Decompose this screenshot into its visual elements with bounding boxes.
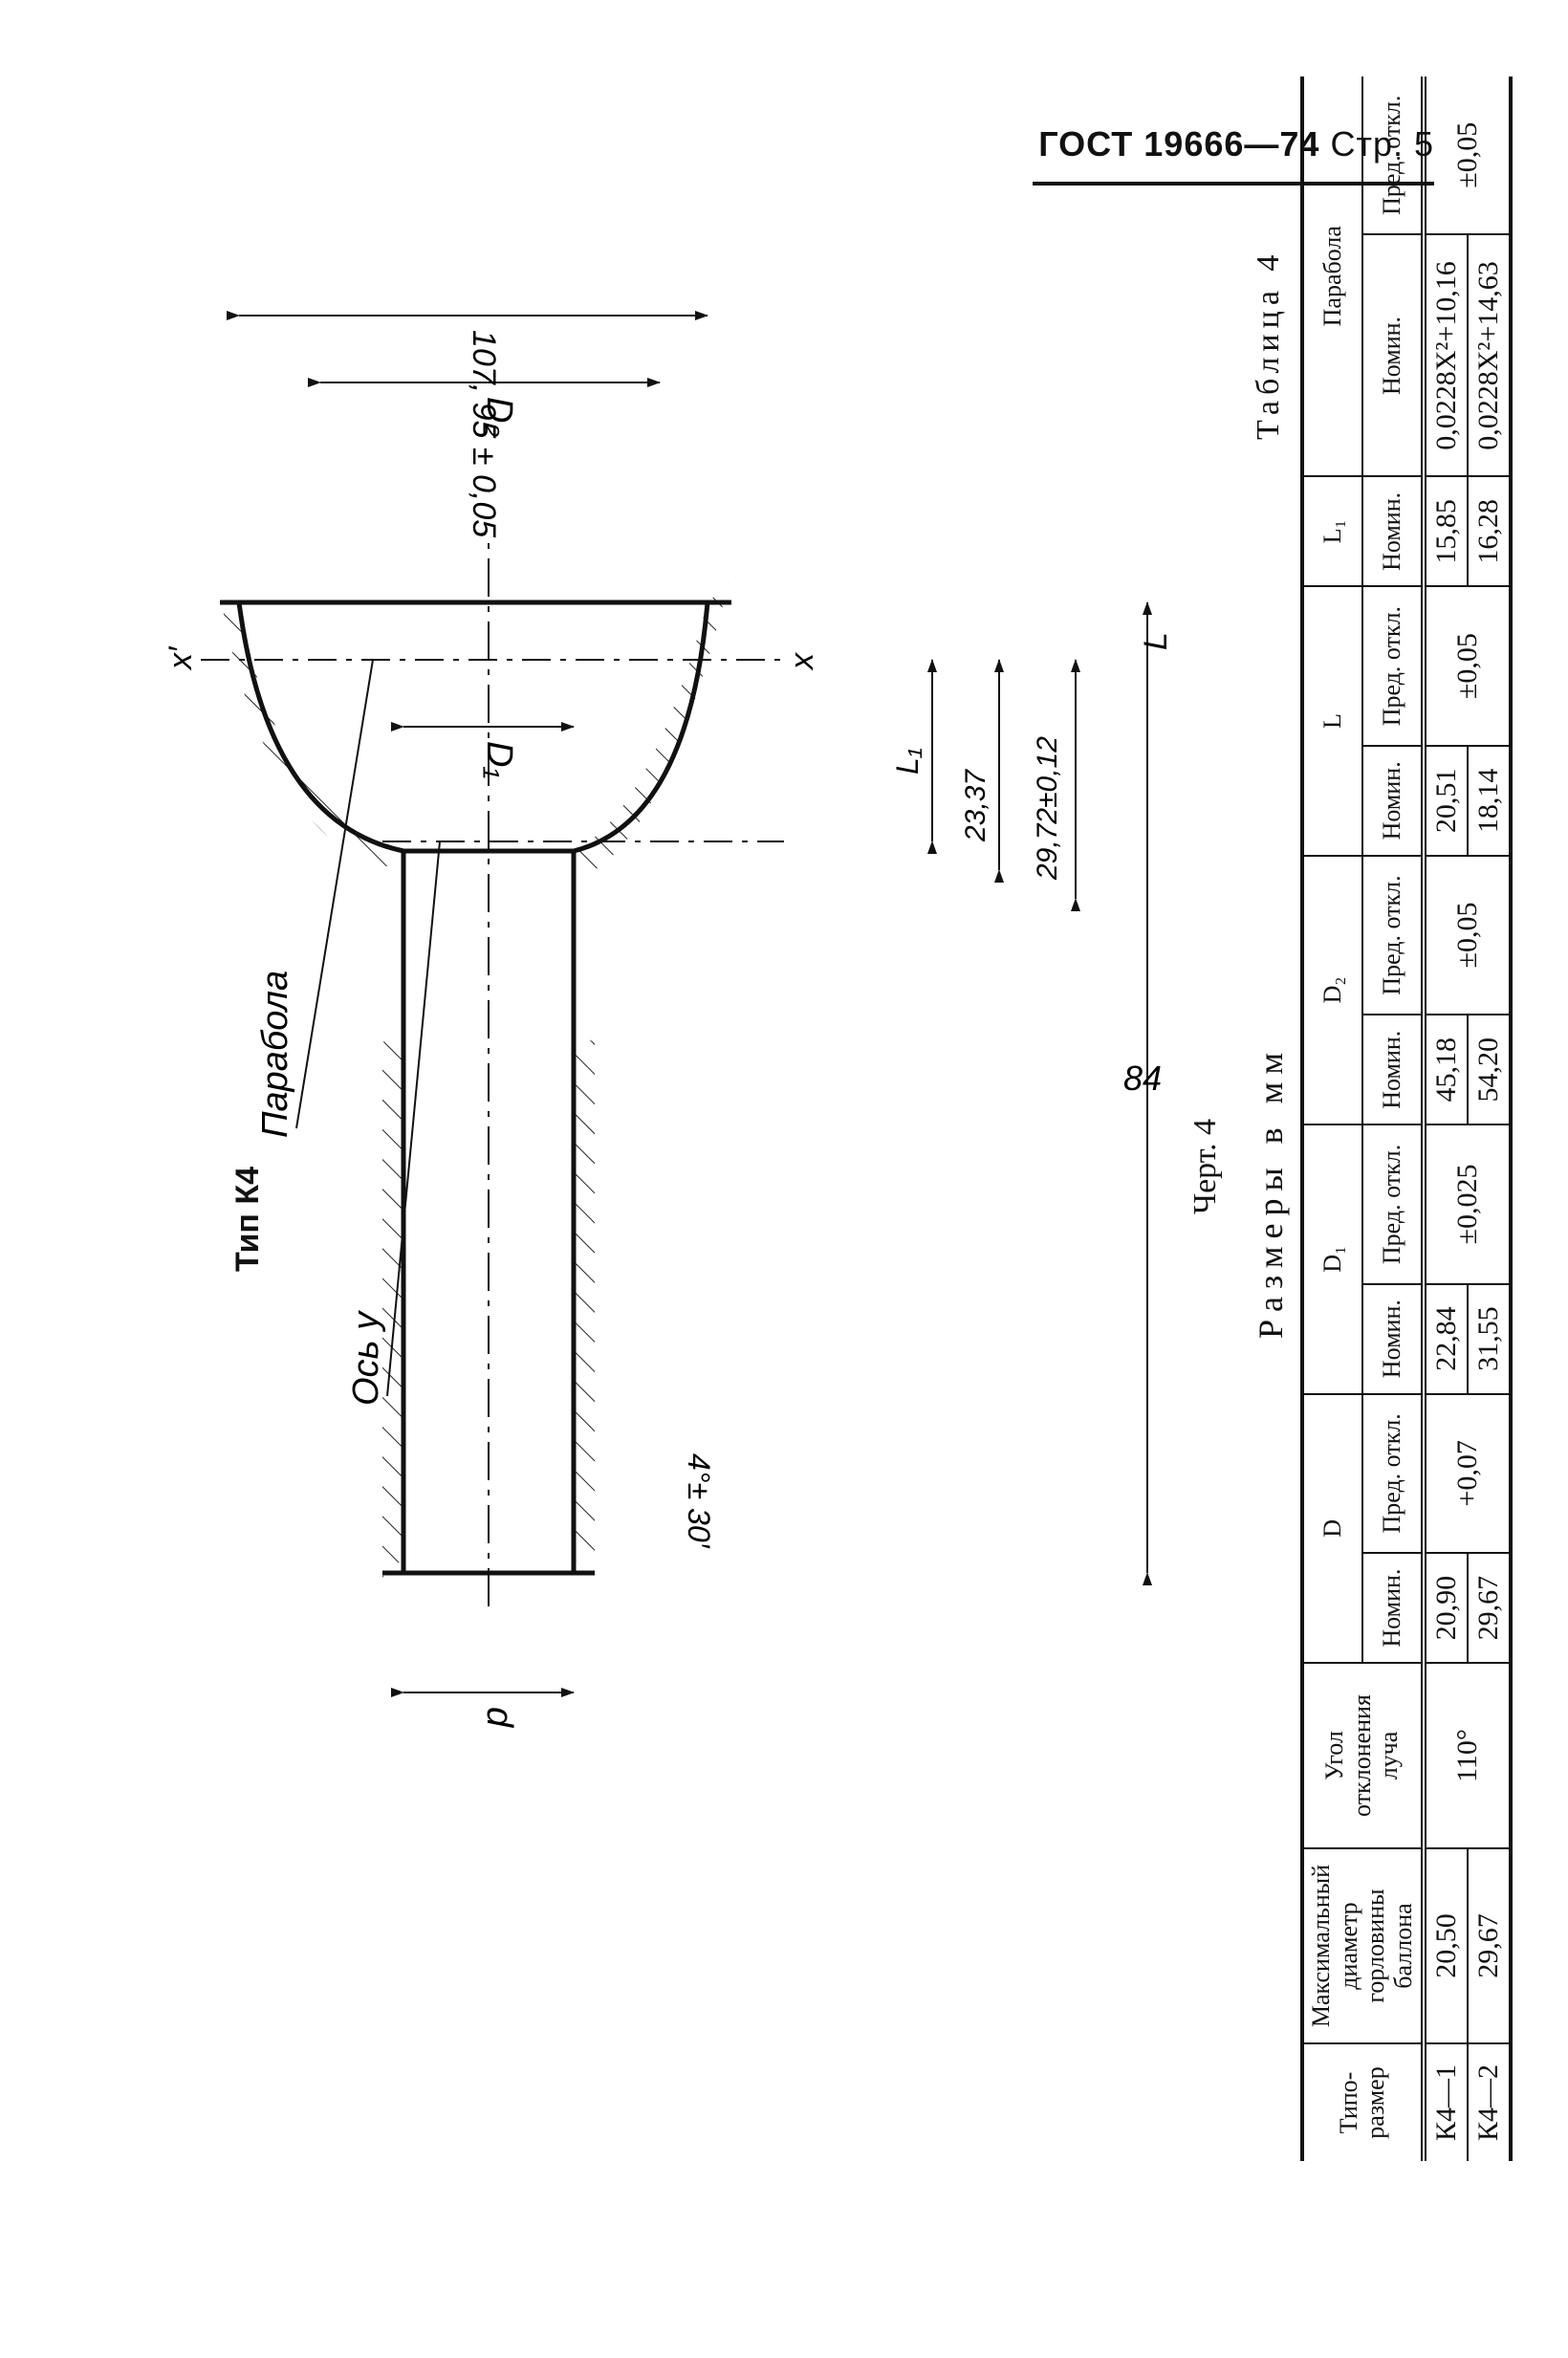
cell-L1-nom: 16,28 <box>1468 476 1512 587</box>
th-D2: D₂ <box>1302 855 1362 1125</box>
label-29: 29,72±0,12 <box>1032 736 1063 881</box>
th-nom: Номин. <box>1361 1553 1425 1663</box>
cell-D2-nom: 45,18 <box>1424 1015 1469 1125</box>
cell-angle: 110° <box>1424 1663 1512 1848</box>
th-nom: Номин. <box>1361 1283 1425 1394</box>
cell-D-dev: +0,07 <box>1424 1393 1512 1554</box>
th-dev: Пред. откл. <box>1361 855 1425 1015</box>
label-axis-y: Ось y <box>346 1310 386 1406</box>
cell-D2-nom: 54,20 <box>1468 1015 1512 1125</box>
cell-D-nom: 29,67 <box>1468 1553 1512 1663</box>
label-d2: D₂ <box>479 397 519 437</box>
th-nom: Номин. <box>1361 476 1425 587</box>
label-84: 84 <box>1123 1059 1162 1098</box>
drawing-caption: Черт. 4 <box>1187 1118 1223 1214</box>
table-header-row-1: Типо-размер Максимальный диаметр горлови… <box>1302 76 1425 2161</box>
cell-par-nom: 0,0228X²+14,63 <box>1468 234 1512 477</box>
label-angle: 4°± 30′ <box>682 1453 716 1549</box>
label-x-prime: x′ <box>163 645 199 671</box>
dimensions-table: Типо-размер Максимальный диаметр горлови… <box>1300 76 1514 2161</box>
th-D: D <box>1302 1393 1362 1663</box>
label-d1: D₁ <box>479 741 519 778</box>
th-nom: Номин. <box>1361 234 1425 477</box>
cell-D-nom: 20,90 <box>1424 1553 1469 1663</box>
th-dev: Пред. откл. <box>1361 76 1425 235</box>
table-title: Таблица 4 <box>1251 249 1286 440</box>
cell-size: К4—1 <box>1424 2043 1469 2161</box>
flare-curve-top <box>236 601 404 854</box>
cell-L-nom: 18,14 <box>1468 745 1512 856</box>
th-nom: Номин. <box>1361 1015 1425 1125</box>
axis-y-leader <box>386 841 441 1397</box>
page-header: ГОСТ 19666—74 Стр. 5 <box>1038 124 1434 164</box>
label-d: d <box>479 1707 519 1729</box>
label-parabola: Парабола <box>255 971 295 1138</box>
technical-drawing: 107, 95 ± 0,05 D₂ D₁ d 84 29,72±0,12 23,… <box>163 311 1174 1729</box>
label-l: L <box>1138 632 1174 650</box>
label-x: x <box>784 652 820 671</box>
th-dev: Пред. откл. <box>1361 1124 1425 1284</box>
label-107: 107, 95 ± 0,05 <box>466 330 502 537</box>
th-dev: Пред. откл. <box>1361 586 1425 746</box>
cell-max-neck: 29,67 <box>1468 1848 1512 2043</box>
cell-par-nom: 0,0228X²+10,16 <box>1424 234 1469 477</box>
cell-max-neck: 20,50 <box>1424 1848 1469 2043</box>
th-max-neck: Максимальный диаметр горловины баллона <box>1302 1848 1425 2043</box>
hatch-flare-bottom <box>574 583 729 870</box>
th-L1: L₁ <box>1302 476 1362 587</box>
cell-L-dev: ±0,05 <box>1424 586 1512 746</box>
th-size: Типо-размер <box>1302 2043 1425 2161</box>
page-number: Стр. 5 <box>1330 124 1434 164</box>
cell-size: К4—2 <box>1468 2043 1512 2161</box>
parabola-leader <box>295 659 374 1129</box>
cell-L1-nom: 15,85 <box>1424 476 1469 587</box>
cell-D2-dev: ±0,05 <box>1424 855 1512 1015</box>
cell-D1-nom: 31,55 <box>1468 1283 1512 1394</box>
th-D1: D₁ <box>1302 1124 1362 1394</box>
rotated-content: Тип К4 <box>153 67 1514 2180</box>
label-l1: L₁ <box>890 748 925 775</box>
header-rule <box>1033 182 1434 186</box>
units-title: Размеры в мм <box>1252 1044 1290 1339</box>
th-parabola: Парабола <box>1302 76 1362 477</box>
table-row: К4—2 29,67 29,67 31,55 54,20 18,14 16,28… <box>1468 76 1512 2161</box>
th-dev: Пред. откл. <box>1361 1393 1425 1554</box>
table-row: К4—1 20,50 110° 20,90 +0,07 22,84 ±0,025… <box>1424 76 1512 2161</box>
th-L: L <box>1302 586 1362 856</box>
cell-D1-nom: 22,84 <box>1424 1283 1469 1394</box>
cell-par-dev: ±0,05 <box>1424 76 1512 235</box>
th-angle: Угол отклонения луча <box>1302 1663 1425 1848</box>
flare-curve-bottom <box>573 601 710 854</box>
hatch-top <box>382 1033 403 1578</box>
label-23: 23,37 <box>960 769 991 842</box>
th-nom: Номин. <box>1361 745 1425 856</box>
cell-L-nom: 20,51 <box>1424 745 1469 856</box>
hatch-bottom <box>574 1033 595 1578</box>
cell-D1-dev: ±0,025 <box>1424 1124 1512 1284</box>
hatch-flare-top <box>218 583 403 870</box>
doc-number: ГОСТ 19666—74 <box>1038 124 1320 164</box>
